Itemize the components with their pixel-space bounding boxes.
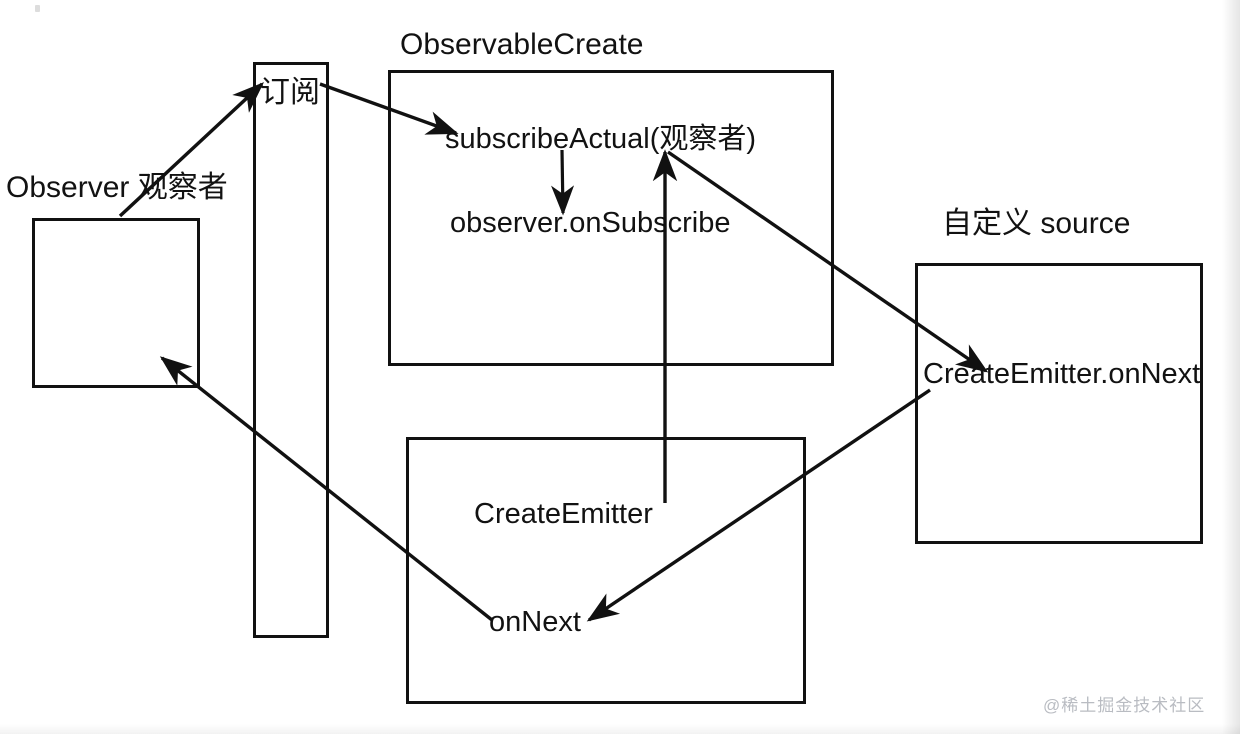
- label-subscribe: 订阅: [260, 76, 320, 109]
- watermark: @稀土掘金技术社区: [1043, 696, 1206, 715]
- box-observer: [32, 218, 200, 388]
- label-create-emitter: CreateEmitter: [474, 498, 653, 530]
- label-subscribe-actual: subscribeActual(观察者): [445, 123, 757, 155]
- label-create-emitter-on-next: CreateEmitter.onNext: [923, 358, 1201, 390]
- box-create-emitter: [406, 437, 806, 704]
- page-edge-shadow-right: [1222, 0, 1240, 734]
- box-title-observable-create: ObservableCreate: [400, 28, 644, 61]
- box-subscribe-channel: [253, 62, 329, 638]
- box-title-custom-source: 自定义 source: [942, 207, 1131, 240]
- box-title-observer: Observer 观察者: [6, 171, 228, 204]
- box-custom-source: [915, 263, 1203, 544]
- dust-speck-artifact: [35, 5, 40, 12]
- page-edge-shadow-bottom: [0, 724, 1240, 734]
- label-observer-on-subscribe: observer.onSubscribe: [450, 207, 731, 239]
- label-on-next: onNext: [489, 606, 581, 638]
